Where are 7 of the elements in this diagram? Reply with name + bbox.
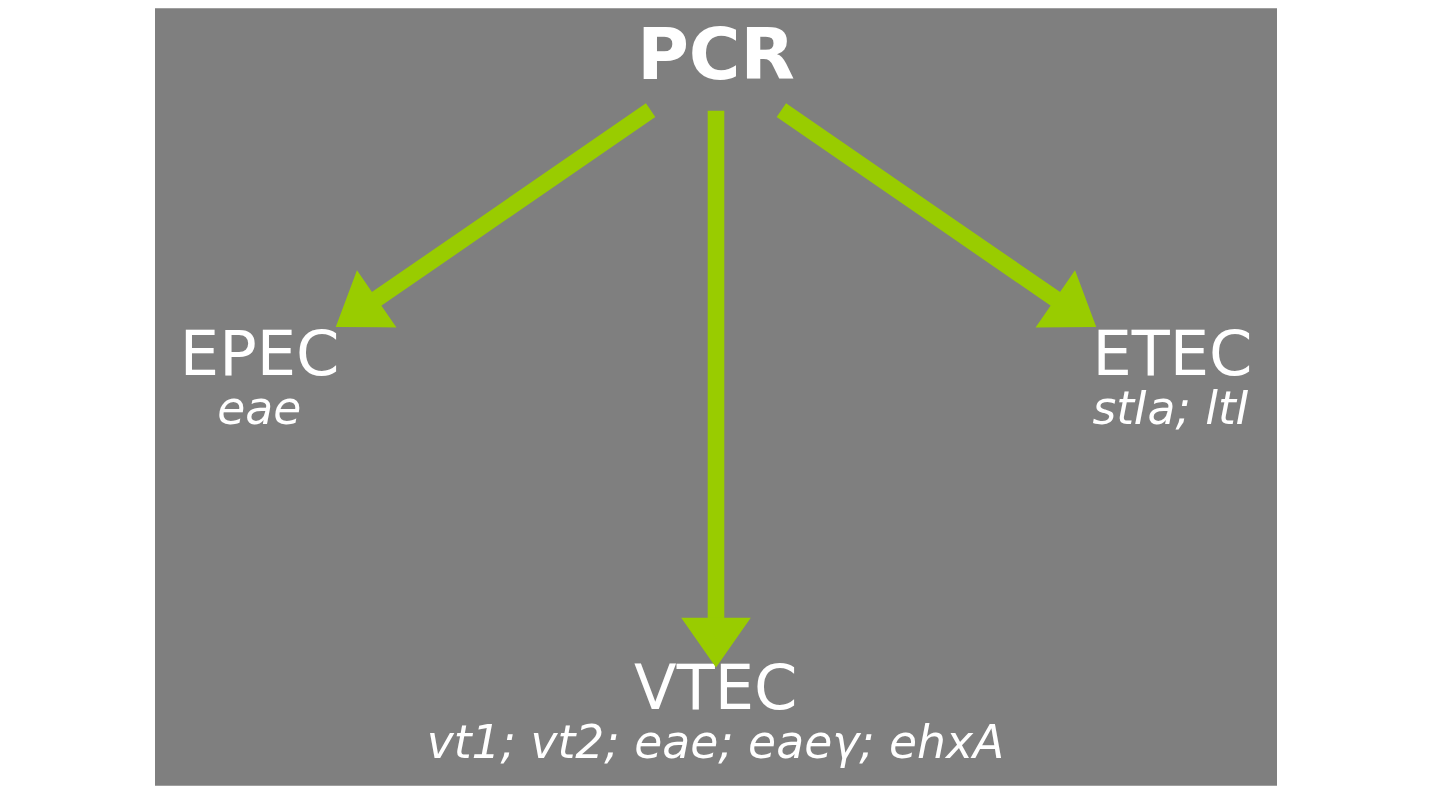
arrow bbox=[776, 103, 1096, 328]
node-text: ETEC stIa; ltI bbox=[1091, 317, 1252, 436]
arrow bbox=[335, 103, 655, 328]
node-text: PCR bbox=[636, 14, 795, 97]
node-text: VTEC vt1; vt2; eae; eaeγ; ehxA bbox=[426, 651, 1004, 770]
arrow bbox=[680, 110, 751, 668]
node-text: EPEC eae bbox=[179, 317, 339, 436]
